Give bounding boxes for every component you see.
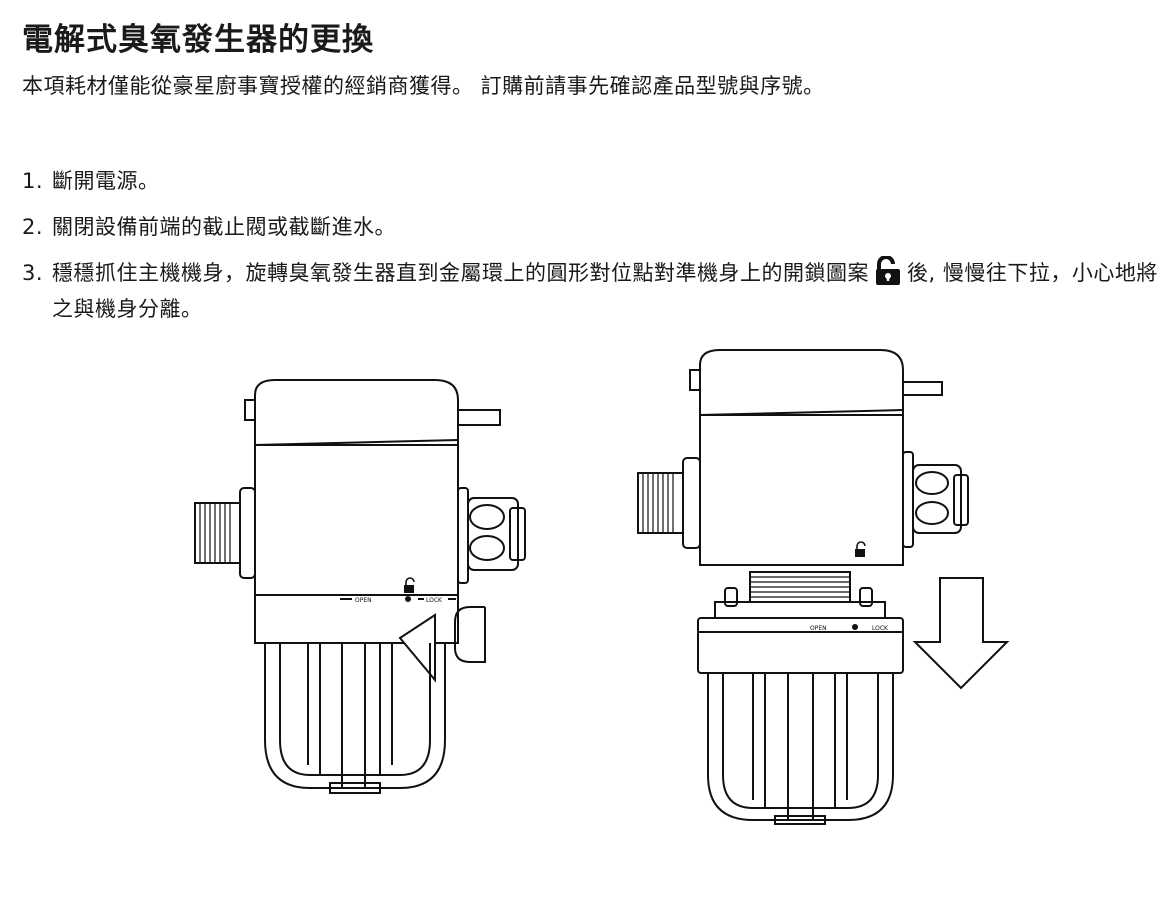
page-title: 電解式臭氧發生器的更換 bbox=[22, 22, 374, 58]
intro-text: 本項耗材僅能從豪星廚事寶授權的經銷商獲得。 訂購前請事先確認產品型號與序號。 bbox=[22, 74, 825, 98]
open-label: OPEN bbox=[355, 597, 372, 604]
step-number: 2. bbox=[22, 215, 44, 239]
step-item: 3. 穩穩抓住主機機身，旋轉臭氧發生器直到金屬環上的圓形對位點對準機身上的開鎖圖… bbox=[22, 255, 1162, 327]
step-text: 穩穩抓住主機機身，旋轉臭氧發生器直到金屬環上的圓形對位點對準機身上的開鎖圖案後,… bbox=[52, 255, 1162, 327]
figure-separated-unit: OPEN LOCK bbox=[637, 349, 1010, 825]
filter-cage bbox=[707, 673, 894, 821]
unlock-icon bbox=[876, 256, 900, 285]
step-number: 3. bbox=[22, 261, 44, 285]
step-text: 關閉設備前端的截止閥或截斷進水。 bbox=[52, 215, 396, 239]
step-text-before: 穩穩抓住主機機身，旋轉臭氧發生器直到金屬環上的圓形對位點對準機身上的開鎖圖案 bbox=[52, 261, 869, 285]
unit-body bbox=[699, 414, 904, 566]
metal-ring bbox=[254, 594, 459, 644]
unit-cap bbox=[254, 379, 459, 445]
metal-ring bbox=[697, 617, 904, 674]
rotation-arrow-icon bbox=[398, 613, 436, 683]
step-item: 1. 斷開電源。 bbox=[22, 163, 1162, 199]
lock-label: LOCK bbox=[426, 597, 443, 604]
lock-label: LOCK bbox=[872, 625, 889, 632]
step-text-after: 後, 慢慢往下拉，小心地將之與機身分離。 bbox=[52, 261, 1158, 321]
down-arrow-icon bbox=[912, 577, 1010, 690]
step-number: 1. bbox=[22, 169, 44, 193]
figure-assembled-unit: OPEN LOCK bbox=[194, 379, 526, 794]
rotation-tab bbox=[454, 606, 486, 663]
open-label: OPEN bbox=[810, 625, 827, 632]
unit-body bbox=[254, 444, 459, 596]
step-text: 斷開電源。 bbox=[52, 169, 160, 193]
steps-list: 1. 斷開電源。 2. 關閉設備前端的截止閥或截斷進水。 3. 穩穩抓住主機機身… bbox=[22, 163, 1162, 337]
step-item: 2. 關閉設備前端的截止閥或截斷進水。 bbox=[22, 209, 1162, 245]
unit-cap bbox=[699, 349, 904, 415]
filter-cage bbox=[264, 643, 446, 789]
